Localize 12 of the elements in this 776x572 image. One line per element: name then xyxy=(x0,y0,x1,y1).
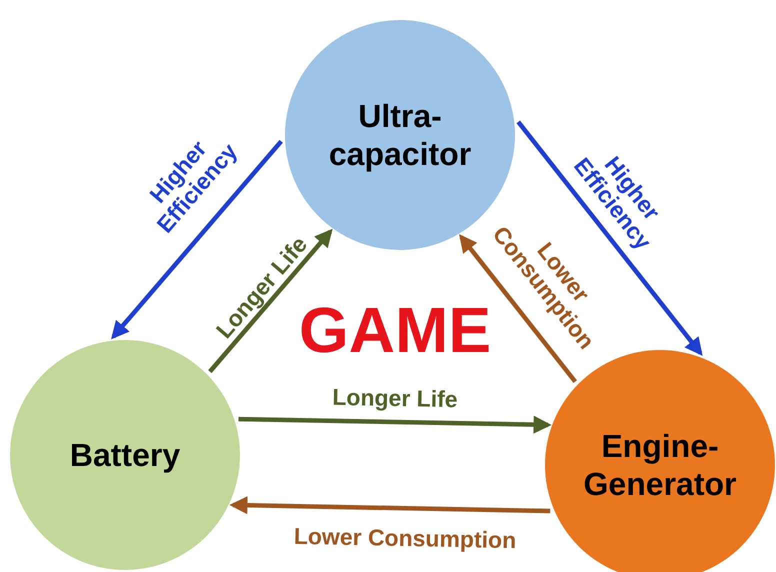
arrow xyxy=(516,120,703,356)
node-label: Ultra-capacitor xyxy=(328,96,472,174)
node-label: Battery xyxy=(68,436,182,474)
arrow xyxy=(229,496,550,514)
edge-label: Longer Life xyxy=(331,383,459,413)
node-label: Engine-Generator xyxy=(582,426,738,504)
edge-label: Lower Consumption xyxy=(292,522,518,554)
arrow xyxy=(208,228,333,374)
title-label: GAME xyxy=(299,293,491,367)
arrow xyxy=(459,234,577,383)
arrow xyxy=(111,140,283,340)
arrow xyxy=(238,416,552,434)
